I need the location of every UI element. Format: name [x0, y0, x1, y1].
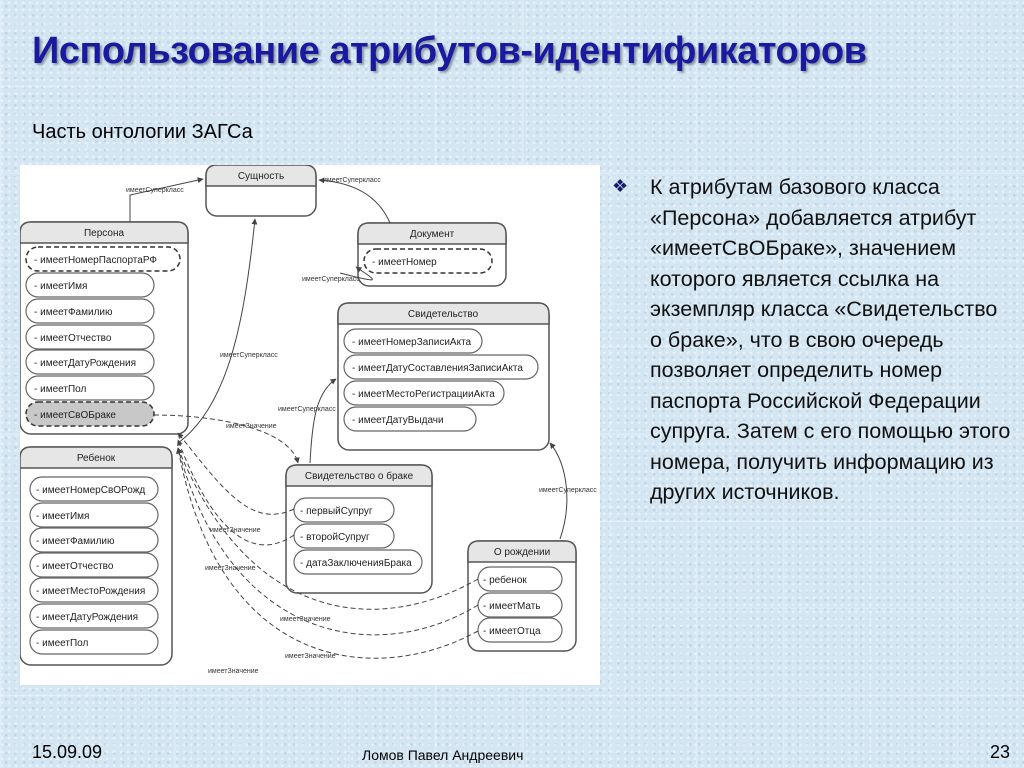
relation-label: имеетСуперкласс	[278, 406, 336, 413]
class-person-name: Персона	[84, 228, 125, 239]
ontology-diagram-svg: Сущность Персона - имеетНомерПаспортаРФ …	[20, 165, 597, 675]
class-entity-name: Сущность	[238, 171, 284, 182]
ontology-diagram: Сущность Персона - имеетНомерПаспортаРФ …	[20, 165, 600, 685]
superclass-relations: имеетСуперкласс имеетСуперкласс имеетСуп…	[126, 177, 597, 540]
birth-attr: - имеетМать	[483, 601, 541, 612]
class-entity: Сущность	[205, 165, 317, 217]
relation-label: имеетЗначение	[226, 423, 277, 430]
class-child-name: Ребенок	[77, 452, 116, 464]
bullet-point: ❖ К атрибутам базового класса «Персона» …	[612, 172, 1012, 508]
relation-label: имеетЗначение	[205, 565, 256, 572]
relation-label: имеетЗначение	[285, 653, 336, 660]
child-attr: - имеетИмя	[36, 511, 89, 522]
relation-label: имеетСуперкласс	[220, 352, 278, 359]
marriage-attr: - датаЗаключенияБрака	[300, 558, 412, 569]
person-attr: - имеетФамилию	[34, 307, 113, 318]
person-attr: - имеетПол	[34, 384, 86, 395]
person-attr: - имеетНомерПаспортаРФ	[34, 255, 157, 266]
certificate-attr: - имеетМестоРегистрацииАкта	[352, 389, 495, 400]
person-attr: - имеетОтчество	[34, 333, 112, 344]
class-certificate-name: Свидетельство	[408, 309, 479, 320]
relation-label: имеетСуперкласс	[539, 487, 597, 494]
marriage-attr: - второйСупруг	[300, 532, 370, 543]
child-attr: - имеетДатуРождения	[36, 612, 138, 623]
certificate-attr: - имеетДатуВыдачи	[352, 415, 444, 426]
slide-title: Использование атрибутов-идентификаторов	[32, 30, 867, 72]
bullet-text: К атрибутам базового класса «Персона» до…	[650, 175, 1011, 504]
person-attr: - имеетДатуРождения	[34, 358, 136, 369]
footer-date: 15.09.09	[32, 742, 103, 762]
class-document-name: Документ	[410, 229, 455, 240]
child-attr: - имеетНомерСвОРожд	[36, 485, 145, 496]
relation-label: имеетЗначение	[210, 527, 261, 534]
child-attr: - имеетОтчество	[36, 561, 114, 572]
diamond-bullet-icon: ❖	[612, 176, 629, 196]
class-document: Документ - имеетНомер	[357, 222, 507, 287]
value-relations: имеетЗначение имеетЗначение имеетЗначени…	[153, 414, 479, 675]
certificate-attr: - имеетДатуСоставленияЗаписиАкта	[352, 363, 523, 374]
person-attr-marriage: - имеетСвОБраке	[34, 410, 116, 421]
birth-attr: - имеетОтца	[483, 626, 541, 637]
birth-attr: - ребенок	[483, 574, 527, 586]
class-child: Ребенок - имеетНомерСвОРожд - имеетИмя -…	[20, 446, 173, 666]
child-attr: - имеетПол	[36, 638, 88, 649]
certificate-attr: - имеетНомерЗаписиАкта	[352, 337, 472, 348]
child-attr: - имеетМестоРождения	[36, 586, 145, 597]
diagram-caption: Часть онтологии ЗАГСа	[32, 121, 253, 143]
document-attr: - имеетНомер	[372, 257, 437, 268]
class-marriage-certificate: Свидетельство о браке - первыйСупруг - в…	[285, 464, 433, 594]
class-person: Персона - имеетНомерПаспортаРФ - имеетИм…	[20, 221, 189, 435]
class-birth: О рождении - ребенок - имеетМать - имеет…	[467, 540, 577, 652]
page-number: 23	[990, 742, 1011, 762]
relation-label: имеетСуперкласс	[323, 177, 381, 184]
person-attr: - имеетИмя	[34, 281, 87, 292]
relation-label: имеетСуперкласс	[302, 276, 360, 283]
class-certificate: Свидетельство - имеетНомерЗаписиАкта - и…	[337, 302, 550, 451]
child-attr: - имеетФамилию	[36, 536, 115, 547]
class-birth-name: О рождении	[494, 547, 550, 558]
relation-label: имеетЗначение	[208, 668, 259, 675]
class-marriage-certificate-name: Свидетельство о браке	[305, 470, 414, 482]
footer-author: Ломов Павел Андреевич	[362, 747, 524, 763]
marriage-attr: - первыйСупруг	[300, 506, 373, 517]
relation-label: имеетСуперкласс	[126, 187, 184, 194]
relation-label: имеетЗначение	[280, 616, 331, 623]
